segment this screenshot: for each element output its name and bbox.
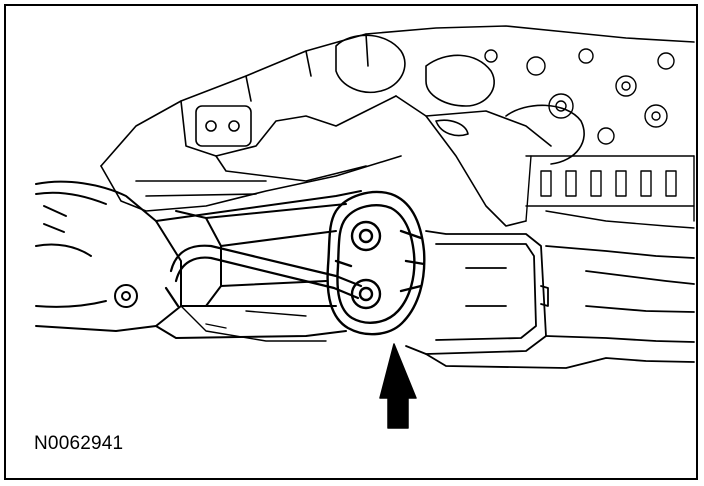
driveshaft-tube — [35, 180, 362, 339]
flex-coupling — [326, 190, 426, 336]
figure-id-label: N0062941 — [34, 433, 124, 454]
illustration — [35, 25, 695, 429]
callout-arrow — [379, 343, 417, 429]
transmission-components — [484, 48, 695, 229]
crossmember-bracket — [405, 230, 695, 369]
engine-housing — [100, 25, 695, 227]
underbody — [180, 305, 327, 342]
figure-frame: N0062941 — [4, 4, 698, 480]
wrench-tool — [164, 244, 363, 308]
